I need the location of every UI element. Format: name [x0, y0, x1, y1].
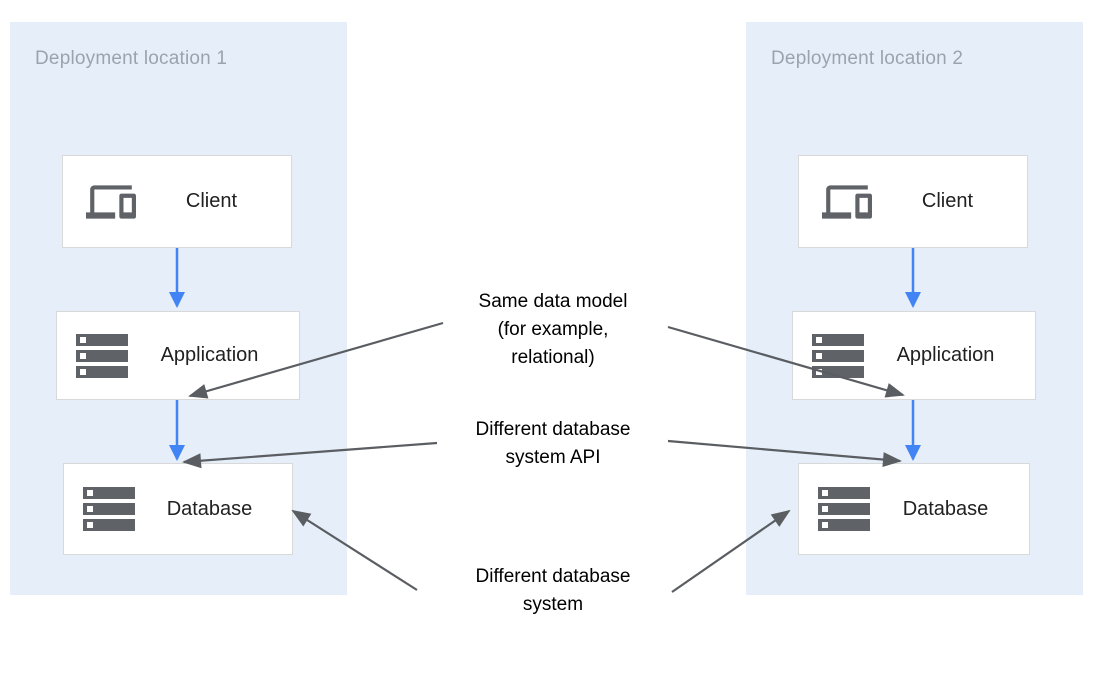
- node-label: Application: [160, 344, 259, 366]
- node-label: Client: [921, 190, 974, 212]
- node-application-2: Application: [792, 311, 1036, 400]
- devices-icon: [818, 177, 876, 227]
- storage-icon: [83, 487, 135, 531]
- devices-icon: [82, 177, 140, 227]
- storage-icon: [818, 487, 870, 531]
- annotation-line: system: [522, 594, 584, 615]
- annotation-line: system API: [505, 447, 601, 468]
- node-label: Database: [902, 497, 989, 520]
- node-database-2: Database: [798, 463, 1030, 555]
- storage-icon: [812, 333, 864, 378]
- annotation-same-data-model: Same data model (for example, relational…: [421, 288, 685, 372]
- node-label: Database: [166, 497, 253, 520]
- annotation-different-database-api: Different database system API: [421, 416, 685, 472]
- storage-icon: [76, 333, 128, 378]
- annotation-line: Different database: [475, 419, 631, 440]
- panel-title: Deployment location 1: [35, 48, 228, 69]
- node-label: Application: [896, 344, 995, 366]
- node-client-1: Client: [62, 155, 292, 248]
- node-database-1: Database: [63, 463, 293, 555]
- node-client-2: Client: [798, 155, 1028, 248]
- node-label: Client: [185, 190, 238, 212]
- annotation-line: Different database: [475, 566, 631, 587]
- annotation-line: Same data model: [478, 291, 628, 312]
- node-application-1: Application: [56, 311, 300, 400]
- annotation-line: relational): [511, 347, 595, 368]
- annotation-line: (for example,: [497, 319, 609, 340]
- annotation-different-database-system: Different database system: [421, 563, 685, 619]
- panel-title: Deployment location 2: [771, 48, 964, 69]
